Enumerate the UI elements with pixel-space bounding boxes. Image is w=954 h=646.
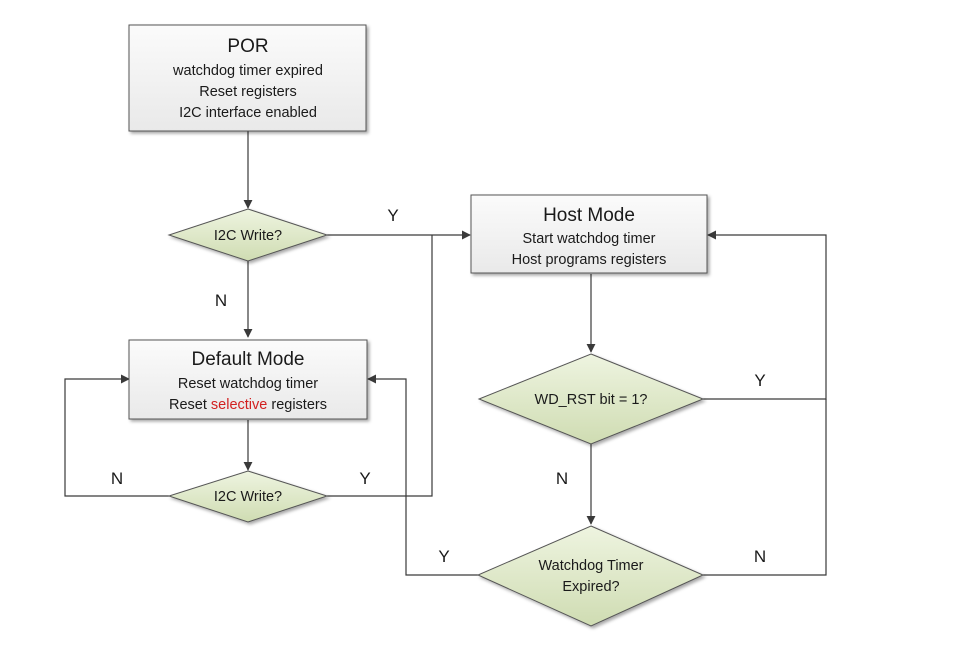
wdt-expired-line-2: Expired? — [562, 579, 619, 595]
default-mode-line-1: Reset watchdog timer — [178, 376, 318, 392]
label-i2c-top-no: N — [215, 291, 227, 310]
default-mode-box: Default Mode Reset watchdog timer Reset … — [128, 339, 368, 420]
por-box: POR watchdog timer expired Reset registe… — [128, 24, 367, 132]
por-line-3: I2C interface enabled — [179, 105, 317, 121]
wdt-expired-decision: Watchdog Timer Expired? — [476, 525, 705, 627]
wd-rst-decision: WD_RST bit = 1? — [477, 353, 705, 445]
host-mode-line-2: Host programs registers — [512, 252, 667, 268]
wdt-expired-line-1: Watchdog Timer — [538, 558, 643, 574]
default-mode-line-2-post: registers — [267, 397, 327, 413]
label-i2c-top-yes: Y — [387, 206, 398, 225]
connectors — [64, 131, 827, 576]
edge-i2c-bottom-no-loop — [64, 374, 169, 497]
label-wd-rst-no: N — [556, 469, 568, 488]
i2c-write-bottom-label: I2C Write? — [214, 489, 282, 505]
host-mode-title: Host Mode — [543, 205, 635, 226]
edge-wdt-no — [703, 399, 827, 576]
wd-rst-label: WD_RST bit = 1? — [535, 392, 648, 408]
i2c-write-top-label: I2C Write? — [214, 228, 282, 244]
por-line-2: Reset registers — [199, 84, 297, 100]
label-wd-rst-yes: Y — [754, 371, 765, 390]
default-mode-title: Default Mode — [191, 349, 304, 370]
label-i2c-bottom-yes: Y — [359, 469, 370, 488]
i2c-write-top-decision: I2C Write? — [167, 208, 329, 262]
default-mode-highlight: selective — [211, 397, 267, 413]
edge-i2c-bottom-yes — [327, 235, 433, 497]
i2c-write-bottom-decision: I2C Write? — [167, 470, 329, 523]
edge-wdrst-yes — [703, 230, 827, 400]
label-wdt-yes: Y — [438, 547, 449, 566]
por-title: POR — [227, 36, 268, 57]
default-mode-line-2-pre: Reset — [169, 397, 211, 413]
host-mode-line-1: Start watchdog timer — [523, 231, 656, 247]
default-mode-line-2: Reset selective registers — [169, 397, 327, 413]
label-i2c-bottom-no: N — [111, 469, 123, 488]
edge-wdt-yes — [367, 374, 478, 576]
por-line-1: watchdog timer expired — [172, 63, 323, 79]
edge-labels: Y N N Y Y N Y N — [111, 206, 766, 566]
label-wdt-no: N — [754, 547, 766, 566]
host-mode-box: Host Mode Start watchdog timer Host prog… — [470, 194, 708, 274]
